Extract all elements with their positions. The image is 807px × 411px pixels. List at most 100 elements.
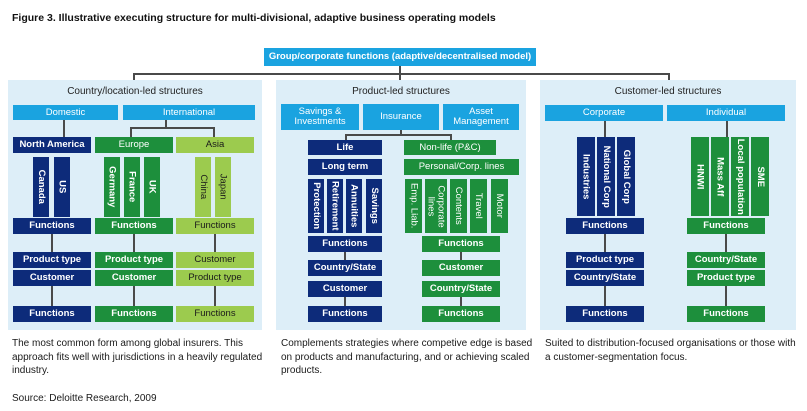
group-asia: Asia [176,137,254,153]
panel-title-product-led: Product-led structures [352,86,450,97]
life-connector-1 [344,252,346,260]
corp-functions: Functions [566,218,644,234]
bar-protection: Protection [308,179,324,233]
box-long-term: Long term [308,159,382,175]
bar-china: China [195,157,211,217]
nonlife-country-state: Country/State [422,281,500,297]
bar-uk-label: UK [146,180,158,194]
bar-france-label: France [126,171,138,203]
connector-nonlife [450,134,452,140]
nonlife-customer: Customer [422,260,500,276]
nonlife-functions: Functions [422,236,500,252]
connector-insurance-h [345,134,451,136]
eu-functions: Functions [95,218,173,234]
bar-canada: Canada [33,157,49,217]
na-connector-1 [51,234,53,252]
connector-international [165,120,167,128]
box-life: Life [308,140,382,155]
header-asset-management: Asset Management [443,104,519,130]
ind-connector-1 [725,234,727,252]
bar-china-label: China [197,174,209,200]
bar-travel-label: Travel [473,192,485,220]
eu-customer: Customer [95,270,173,286]
bar-national-corp: National Corp [597,137,615,216]
bar-savings-label: Savings [368,187,380,225]
life-functions-bottom: Functions [308,306,382,322]
bar-savings: Savings [366,179,382,233]
na-functions: Functions [13,218,91,234]
connector-international-h [130,127,214,129]
bar-japan-label: Japan [217,174,229,200]
bar-retirement-label: Retirement [329,181,341,231]
connector-domestic [63,120,65,137]
bar-travel: Travel [470,179,487,233]
asia-functions: Functions [176,218,254,234]
group-north-america: North America [13,137,91,153]
bar-annuities-label: Annuities [348,184,360,228]
figure-title: Figure 3. Illustrative executing structu… [12,12,496,24]
source-note: Source: Deloitte Research, 2009 [12,393,157,404]
description-customer-led: Suited to distribution-focused organisat… [545,338,796,363]
na-customer: Customer [13,270,91,286]
corp-country-state: Country/State [566,270,644,286]
connector-individual [726,121,728,137]
nonlife-connector-1 [460,252,462,260]
connector-europe [130,127,132,137]
group-europe: Europe [95,137,173,153]
bar-sme-label: SME [754,166,766,187]
asia-connector-1 [214,234,216,252]
bar-germany-label: Germany [106,166,118,208]
panel-title-country-led: Country/location-led structures [67,86,203,97]
bar-emp-liab: Emp. Liab. [405,179,422,233]
bar-hnwi-label: HNWI [694,163,706,190]
eu-connector-1 [133,234,135,252]
nonlife-connector-2 [460,297,462,306]
bar-hnwi: HNWI [691,137,709,216]
na-functions-bottom: Functions [13,306,91,322]
eu-product-type: Product type [95,252,173,268]
description-product-led: Complements strategies where competive e… [281,338,533,376]
bar-national-corp-label: National Corp [600,145,612,208]
bar-japan: Japan [215,157,231,217]
bar-retirement: Retirement [327,179,343,233]
bar-contents-label: Contents [453,186,465,226]
header-international: International [123,105,255,120]
bar-emp-liab-label: Emp. Liab. [408,183,420,229]
header-domestic: Domestic [13,105,118,120]
header-corporate: Corporate [545,105,663,121]
header-insurance: Insurance [363,104,439,130]
corp-functions-bottom: Functions [566,306,644,322]
connector-right [668,73,670,81]
connector-corporate [604,121,606,137]
asia-functions-bottom: Functions [176,306,254,322]
nonlife-functions-bottom: Functions [422,306,500,322]
bar-uk: UK [144,157,160,217]
connector-left [133,73,135,81]
bar-global-corp: Global Corp [617,137,635,216]
bar-industries: Industries [577,137,595,216]
bar-mass-aff-label: Mass Aff [714,156,726,197]
asia-product-type: Product type [176,270,254,286]
description-country-led: The most common form among global insure… [12,338,263,376]
bar-corporate-lines-label: Corporate lines [426,184,447,228]
life-customer: Customer [308,281,382,297]
eu-connector-2 [133,286,135,306]
asia-connector-2 [214,286,216,306]
bar-industries-label: Industries [580,153,592,200]
bar-germany: Germany [104,157,120,217]
bar-contents: Contents [450,179,467,233]
bar-global-corp-label: Global Corp [620,149,632,204]
ind-functions: Functions [687,218,765,234]
eu-functions-bottom: Functions [95,306,173,322]
asia-customer: Customer [176,252,254,268]
corp-product-type: Product type [566,252,644,268]
connector-top-vertical [399,66,401,74]
connector-asia [213,127,215,137]
life-country-state: Country/State [308,260,382,276]
box-nonlife: Non-life (P&C) [404,140,496,155]
corp-connector-2 [604,286,606,306]
bar-corporate-lines: Corporate lines [425,179,447,233]
bar-france: France [124,157,140,217]
connector-middle [399,73,401,81]
ind-connector-2 [725,286,727,306]
